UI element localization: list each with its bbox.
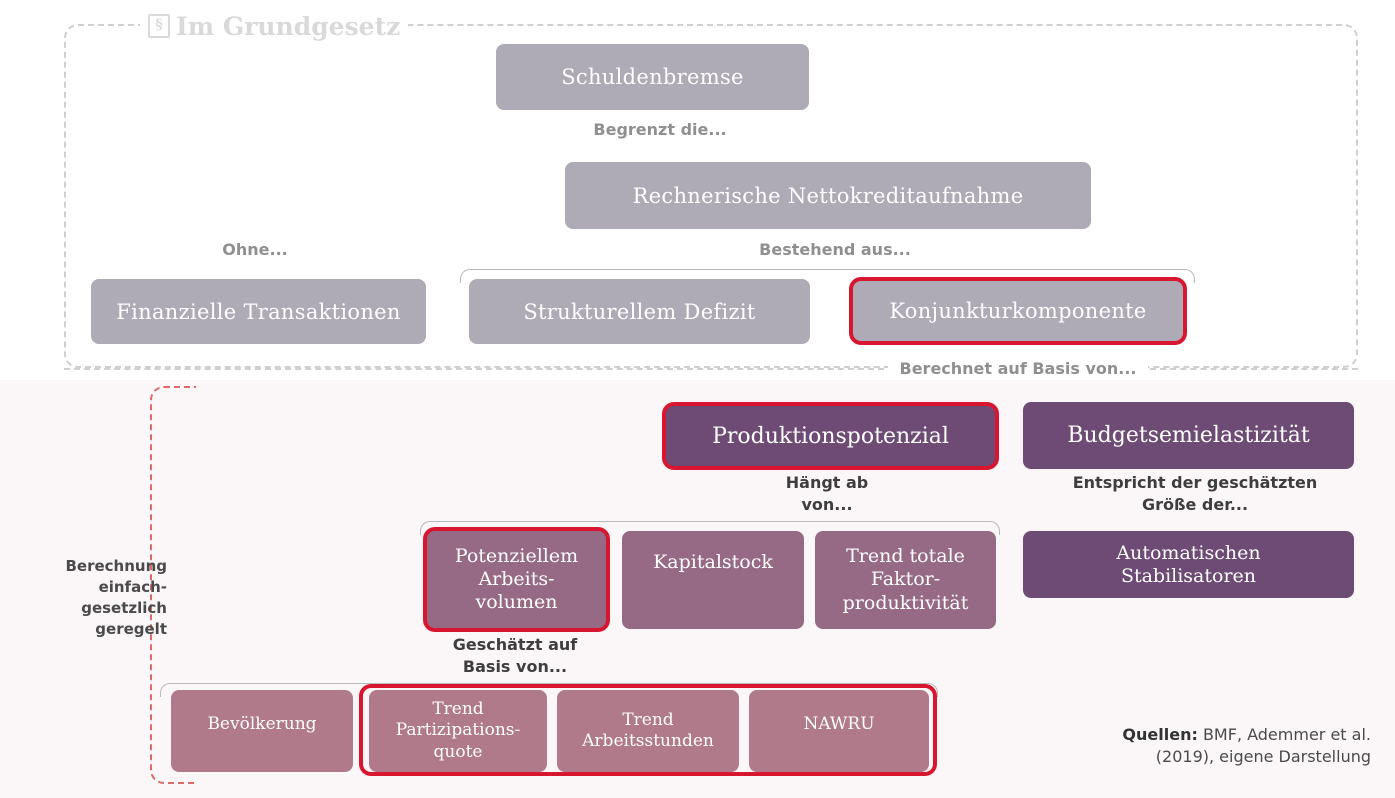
box-line: Partizipations-	[395, 720, 521, 741]
side-label-line: einfach-	[98, 578, 167, 596]
highlight-group	[359, 684, 937, 776]
box-line: Stabilisatoren	[1120, 564, 1257, 587]
side-bracket	[150, 386, 196, 784]
paragraph-icon: §	[148, 14, 170, 38]
box-line: Potenziellem	[454, 544, 579, 567]
box-potenzielles-arbeitsvolumen: Potenziellem Arbeits- volumen	[423, 527, 610, 632]
box-budgetsemielastizitaet: Budgetsemielastizität	[1023, 402, 1354, 469]
bracket-geschaetzt	[160, 683, 938, 697]
side-label-berechnung: Berechnung einfach- gesetzlich geregelt	[7, 556, 167, 640]
label-haengt-ab: Hängt ab von...	[742, 472, 912, 515]
side-label-line: Berechnung	[65, 557, 167, 575]
source-note: Quellen: BMF, Ademmer et al. (2019), eig…	[1051, 724, 1371, 769]
side-label-line: geregelt	[95, 620, 167, 638]
label-line: Hängt ab	[785, 473, 869, 492]
source-text-2: (2019), eigene Darstellung	[1155, 747, 1371, 767]
label-line: Größe der...	[1141, 494, 1249, 514]
box-schuldenbremse: Schuldenbremse	[496, 44, 809, 110]
box-line: Arbeits-	[478, 567, 555, 590]
box-bevoelkerung: Bevölkerung	[171, 690, 353, 772]
divider-left	[64, 368, 884, 370]
box-kapitalstock: Kapitalstock	[622, 531, 804, 629]
box-produktionspotenzial: Produktionspotenzial	[662, 402, 999, 470]
box-line: Arbeitsstunden	[582, 731, 714, 751]
label-line: von...	[801, 494, 853, 514]
bracket-haengt-ab	[420, 521, 1000, 535]
label-bestehend: Bestehend aus...	[759, 240, 911, 259]
frame-title: § Im Grundgesetz	[140, 11, 409, 41]
box-automatische-stabilisatoren: Automatischen Stabilisatoren	[1023, 531, 1354, 598]
grundgesetz-frame	[64, 24, 1358, 368]
side-label-line: gesetzlich	[81, 599, 167, 617]
box-line: Trend	[432, 699, 484, 720]
box-line: Automatischen	[1116, 541, 1261, 564]
label-line: Entspricht der geschätzten	[1072, 473, 1318, 492]
box-line: Trend totale	[846, 545, 965, 568]
label-line: Geschätzt auf	[452, 635, 578, 654]
label-ohne: Ohne...	[222, 240, 288, 259]
box-konjunkturkomponente: Konjunkturkomponente	[849, 277, 1187, 345]
box-trend-partizipationsquote: Trend Partizipations- quote	[369, 690, 547, 772]
box-line: Faktor-	[870, 568, 941, 591]
box-line: produktivität	[842, 591, 969, 614]
frame-title-text: Im Grundgesetz	[176, 11, 401, 41]
box-nettokreditaufnahme: Rechnerische Nettokreditaufnahme	[565, 162, 1091, 229]
label-line: Basis von...	[462, 656, 568, 676]
box-line: quote	[433, 741, 483, 762]
divider-right	[1150, 368, 1358, 370]
box-trend-tfp: Trend totale Faktor- produktivität	[815, 531, 996, 629]
box-line: volumen	[475, 591, 558, 614]
box-strukturelles-defizit: Strukturellem Defizit	[469, 279, 810, 344]
source-prefix: Quellen:	[1122, 725, 1198, 744]
box-finanzielle-transaktionen: Finanzielle Transaktionen	[91, 279, 426, 344]
source-text: BMF, Ademmer et al.	[1202, 725, 1371, 744]
box-trend-arbeitsstunden: Trend Arbeitsstunden	[557, 690, 739, 772]
box-nawru: NAWRU	[749, 690, 929, 772]
bracket-bestehend	[460, 269, 1195, 283]
label-berechnet: Berechnet auf Basis von...	[888, 359, 1148, 378]
label-begrenzt: Begrenzt die...	[593, 120, 727, 139]
label-entspricht: Entspricht der geschätzten Größe der...	[1050, 472, 1340, 515]
box-line: Trend	[622, 709, 674, 730]
label-geschaetzt: Geschätzt auf Basis von...	[430, 634, 600, 677]
